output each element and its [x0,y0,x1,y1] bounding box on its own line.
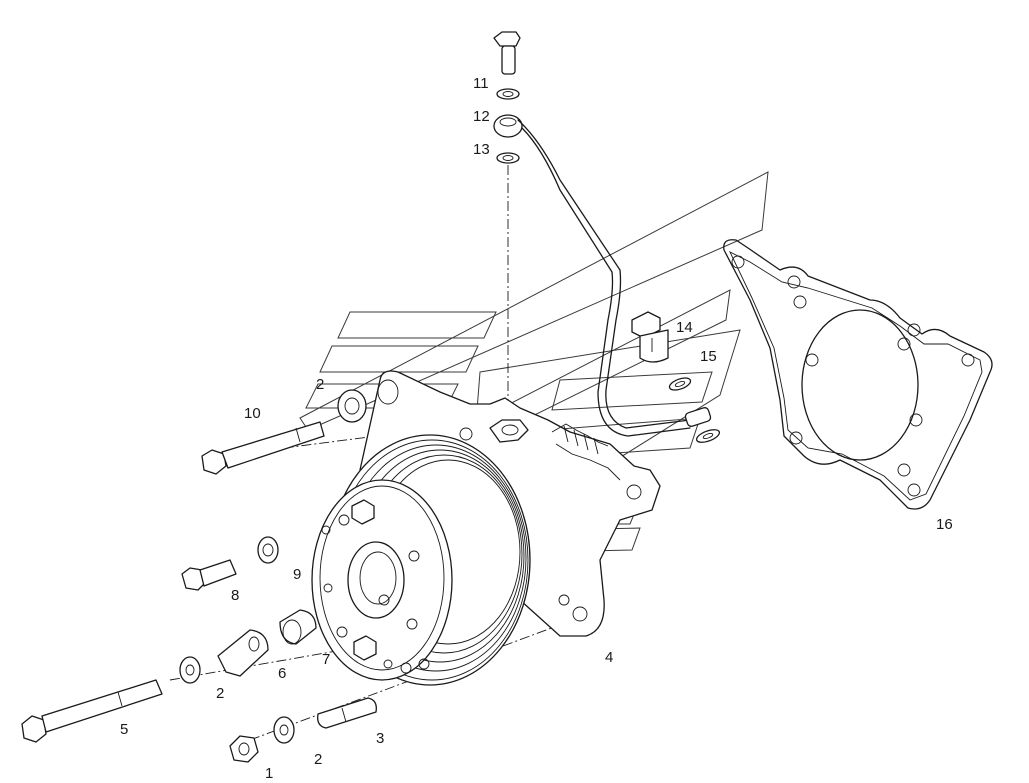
callout-3: 3 [376,730,385,747]
bracket-6 [217,629,269,677]
callout-14: 14 [676,319,693,336]
washers-15 [668,377,721,443]
washer-2-bottom [273,716,295,744]
callout-2-left: 2 [216,685,225,702]
callout-16: 16 [936,516,953,533]
long-bolt-5 [21,679,163,743]
callout-4: 4 [605,649,614,666]
callout-5: 5 [120,721,129,738]
callout-13: 13 [473,141,490,158]
callout-6: 6 [278,665,287,682]
plug-14 [631,311,669,363]
fitting-nut [489,419,529,443]
callout-10: 10 [244,405,261,422]
banjo-bolt [493,31,521,75]
washer-2-left [179,656,201,684]
bushing-7 [279,609,317,645]
washer-9 [257,536,279,564]
oil-pipe [517,119,712,437]
banjo-fitting [493,88,523,164]
callout-8: 8 [231,587,240,604]
callout-11: 11 [473,75,489,92]
callout-2-bottom: 2 [314,751,323,768]
callout-9: 9 [293,566,302,583]
callout-12: 12 [473,108,490,125]
pulley [311,434,531,686]
callout-7: 7 [322,651,331,668]
gasket-16 [723,239,993,510]
nut-1 [229,735,259,763]
callout-1: 1 [265,765,274,782]
short-bolt-8 [181,559,237,591]
callout-2-top: 2 [316,376,325,393]
stud-3 [317,697,377,729]
long-bolt-10 [201,389,367,475]
callout-15: 15 [700,348,717,365]
pulley-bolts [351,499,377,661]
